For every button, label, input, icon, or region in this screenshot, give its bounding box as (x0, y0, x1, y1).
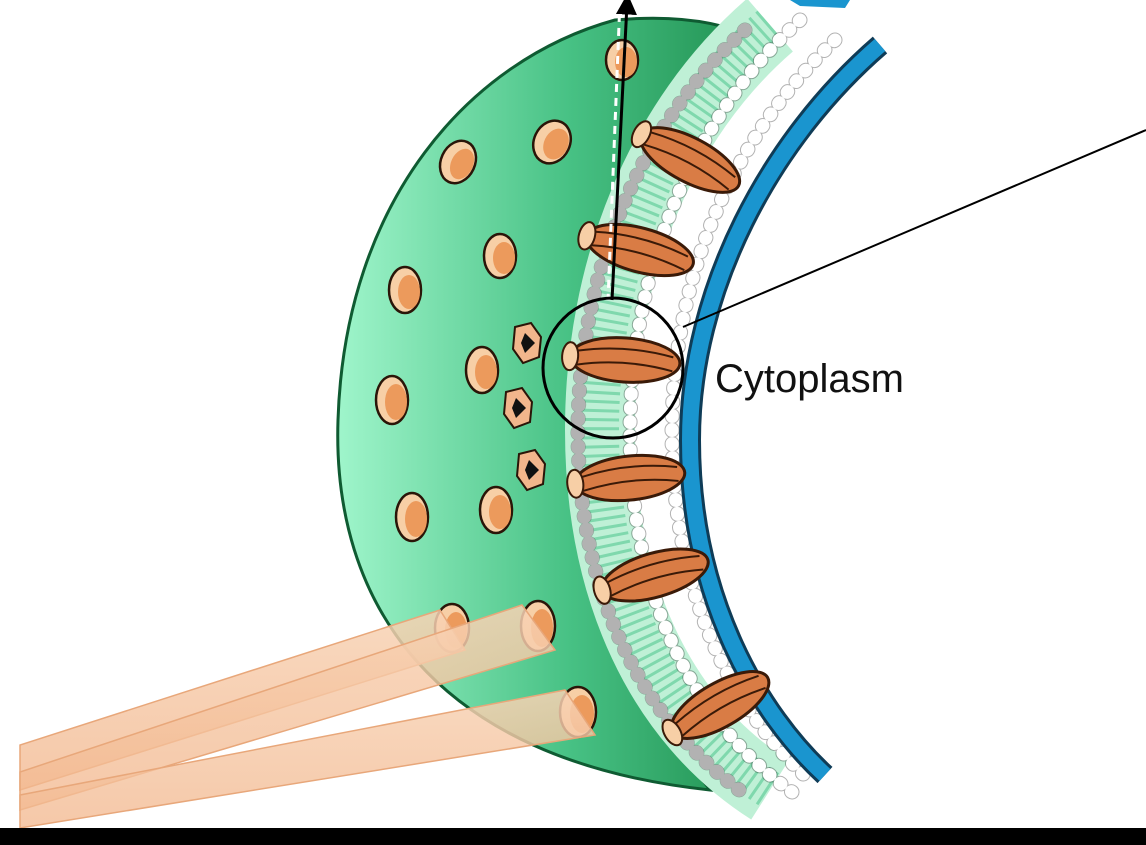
pore-icon (376, 376, 408, 424)
pore-icon (466, 347, 498, 393)
cropped-membrane-fragment (790, 0, 850, 8)
pore-icon (480, 487, 512, 533)
microtubule-fibers (20, 605, 595, 828)
pore-icon (396, 493, 428, 541)
pore-icon (389, 267, 421, 313)
pore-icon (484, 234, 516, 278)
ground-line (0, 828, 1146, 845)
cytoplasm-label: Cytoplasm (715, 357, 904, 401)
